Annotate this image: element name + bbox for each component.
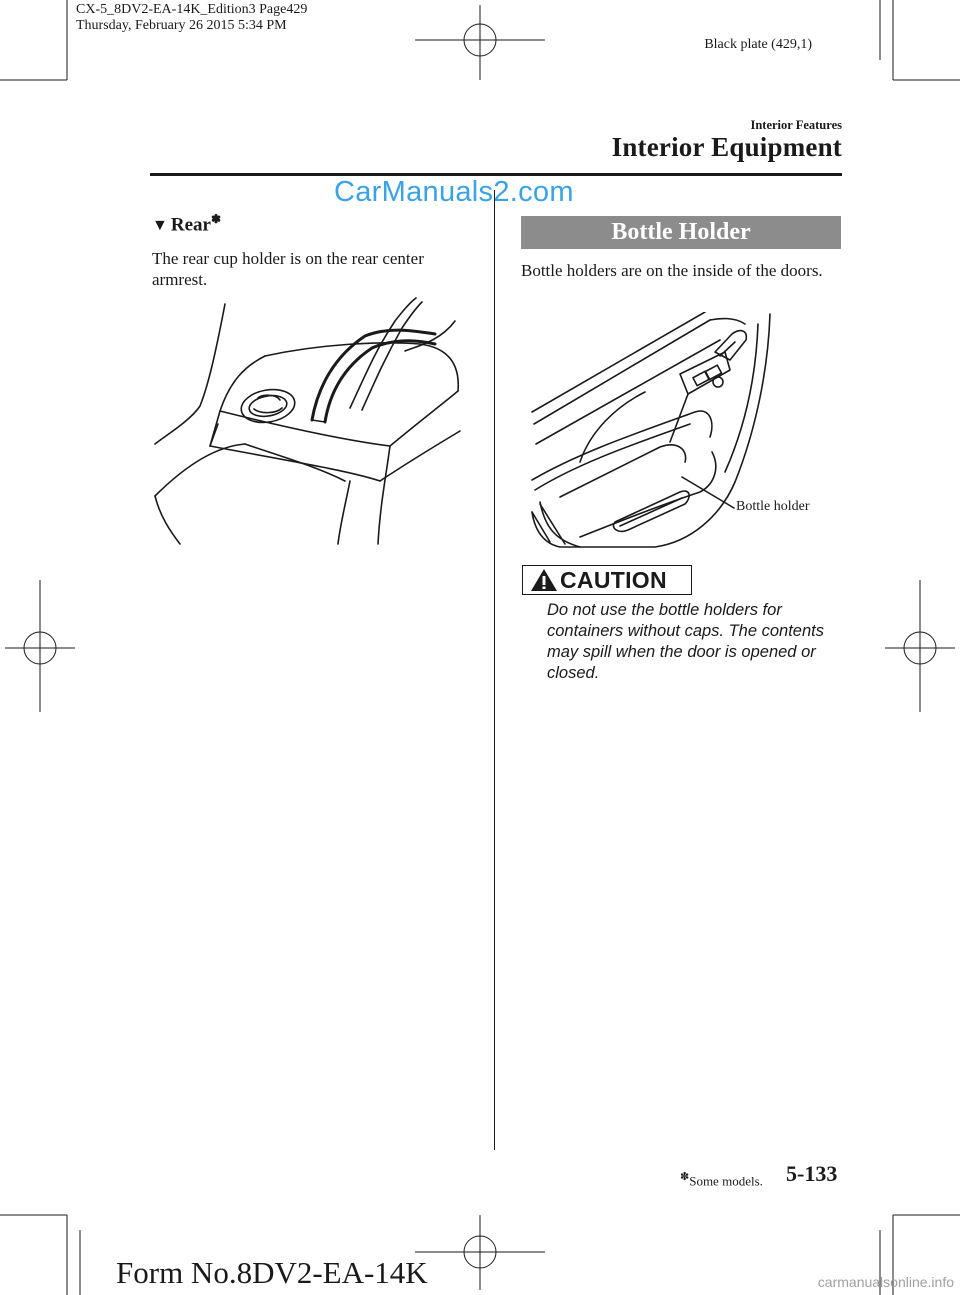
section-label: Interior Features <box>750 118 842 132</box>
warning-triangle-icon <box>531 569 557 591</box>
watermark-bottom: carmanualsonline.info <box>817 1274 954 1290</box>
section-title: Interior Equipment <box>611 132 842 162</box>
plate-label: Black plate (429,1) <box>704 37 812 52</box>
print-info-line2: Thursday, February 26 2015 5:34 PM <box>76 18 287 33</box>
footnote-text: Some models. <box>689 1173 763 1189</box>
caution-text: Do not use the bottle holders for contai… <box>547 601 824 682</box>
bottle-holder-callout: Bottle holder <box>736 499 810 514</box>
asterisk-icon: ✽ <box>680 1171 690 1183</box>
door-bottle-holder-illustration <box>531 312 771 548</box>
column-divider <box>494 190 495 1150</box>
rear-armrest-illustration <box>154 297 461 545</box>
rear-heading-text: Rear <box>170 214 211 236</box>
triangle-bullet-icon: ▼ <box>152 217 168 235</box>
asterisk-icon: ✽ <box>210 212 221 226</box>
footnote: ✽Some models. <box>680 1170 763 1189</box>
watermark-top: CarManuals2.com <box>334 176 574 208</box>
form-number: Form No.8DV2-EA-14K <box>116 1255 428 1290</box>
rear-heading: ▼Rear✽ <box>152 212 221 236</box>
header-rule <box>150 173 842 176</box>
print-info: CX-5_8DV2-EA-14K_Edition3 Page429 Thursd… <box>76 2 307 34</box>
caution-label: CAUTION <box>560 567 667 593</box>
bottle-holder-description: Bottle holders are on the inside of the … <box>521 261 823 280</box>
bottle-holder-heading: Bottle Holder <box>521 216 841 249</box>
rear-description: The rear cup holder is on the rear cente… <box>152 249 424 289</box>
caution-box <box>522 565 692 595</box>
page-number: 5-133 <box>786 1161 838 1186</box>
print-info-line1: CX-5_8DV2-EA-14K_Edition3 Page429 <box>76 2 308 17</box>
